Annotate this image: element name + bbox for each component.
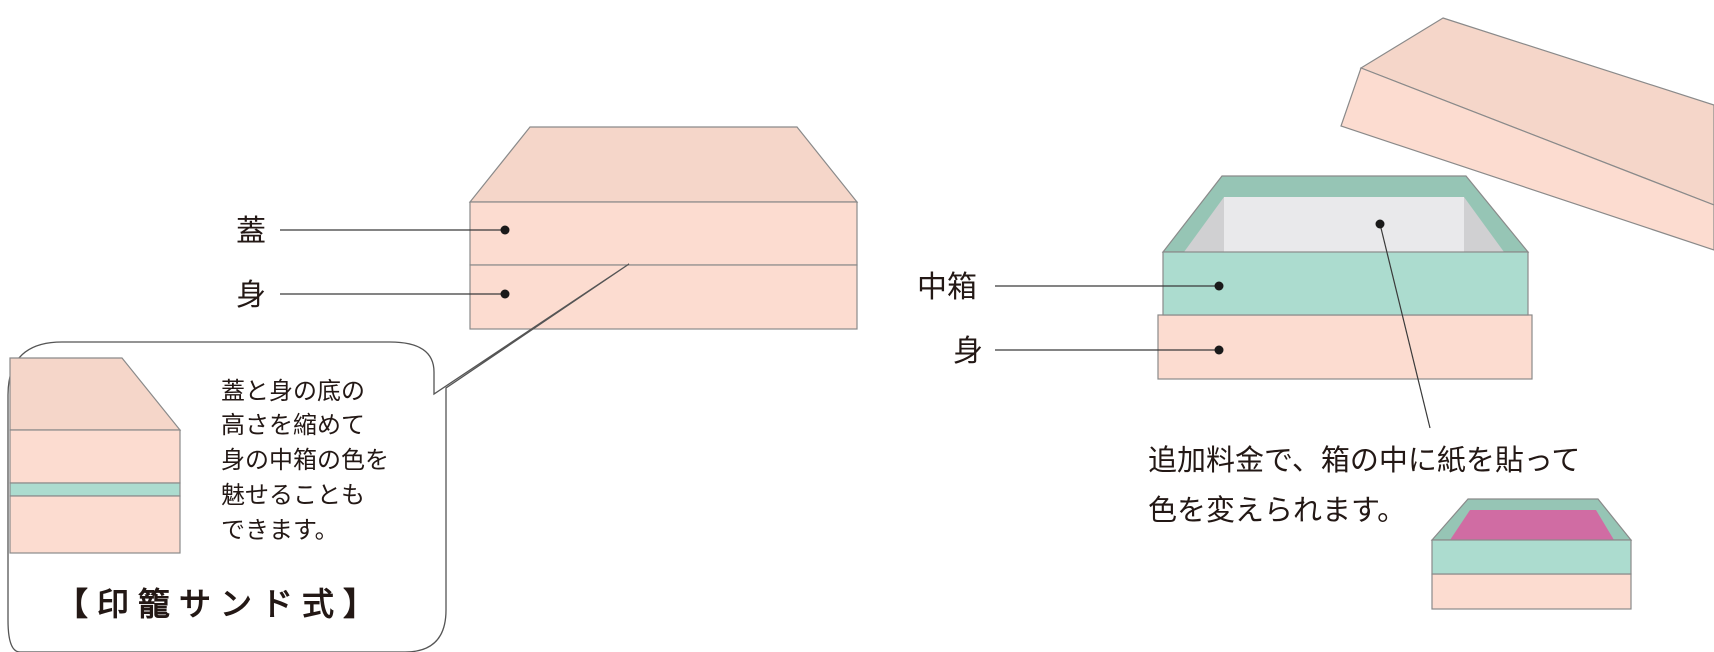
body-leader-left <box>280 289 510 299</box>
callout-line-4: 魅せることも <box>221 481 365 509</box>
inner-box-leader <box>995 281 1224 291</box>
lined-box-paper-liner <box>1450 510 1614 540</box>
inner-box-right-wall <box>1464 197 1504 252</box>
caption-line-1: 追加料金で、箱の中に紙を貼って <box>1148 443 1580 477</box>
floating-lid <box>1340 17 1714 251</box>
inner-box-left-wall <box>1184 197 1224 252</box>
callout-line-1: 蓋と身の底の <box>221 377 365 405</box>
lined-box <box>1430 498 1633 610</box>
floor-leader <box>1375 219 1431 429</box>
callout-line-5: できます。 <box>221 516 339 544</box>
callout-title: 【印籠サンド式】 <box>56 585 384 623</box>
callout-line-3: 身の中箱の色を <box>221 446 389 474</box>
body-label-right: 身 <box>953 334 983 369</box>
open-box <box>1157 175 1533 380</box>
inner-box-floor <box>1224 197 1464 252</box>
callout-mini-box <box>9 357 182 554</box>
callout-text: 蓋と身の底の 高さを縮めて 身の中箱の色を 魅せることも できます。 <box>221 377 389 544</box>
caption: 追加料金で、箱の中に紙を貼って 色を変えられます。 <box>1148 443 1580 527</box>
closed-box-lid-top <box>468 126 859 203</box>
lined-box-body-side <box>1431 573 1632 610</box>
mini-lid-side <box>9 429 181 484</box>
closed-box-body-side <box>469 264 858 330</box>
callout-line-2: 高さを縮めて <box>221 411 365 439</box>
mini-inner-band <box>9 482 181 497</box>
closed-box <box>468 126 859 330</box>
caption-line-2: 色を変えられます。 <box>1148 493 1406 527</box>
floating-lid-top <box>1359 17 1714 206</box>
mini-body-side <box>9 495 181 554</box>
body-leader-right <box>995 345 1224 355</box>
floating-lid-side <box>1340 67 1714 251</box>
lined-box-inner-side <box>1431 539 1632 575</box>
lid-label: 蓋 <box>236 214 266 249</box>
closed-box-lid-side <box>469 201 858 266</box>
lid-leader <box>280 225 510 235</box>
inner-box-side <box>1162 251 1529 316</box>
body-label-left: 身 <box>236 278 266 313</box>
open-body-side <box>1157 314 1533 380</box>
inner-box-label: 中箱 <box>917 270 977 305</box>
